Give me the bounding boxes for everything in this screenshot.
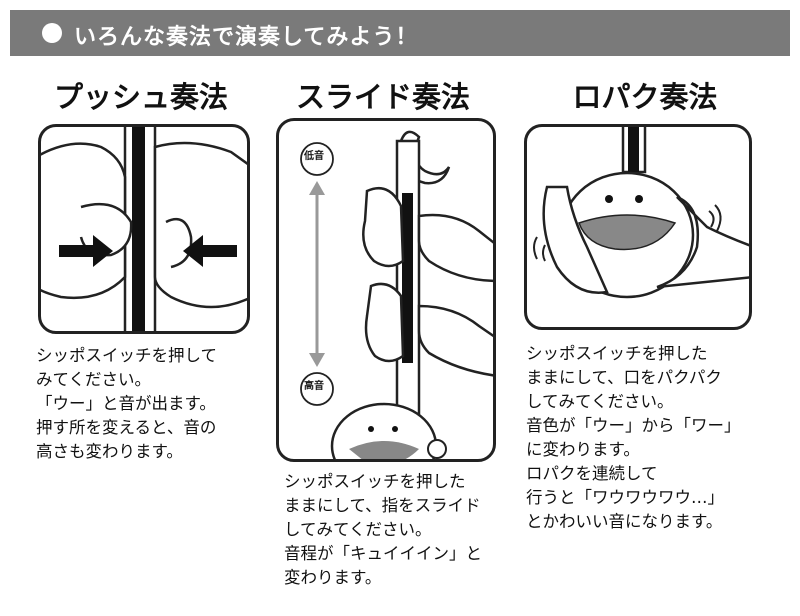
description-line: シッポスイッチを押して	[36, 346, 218, 365]
description-line: 行うと「ワウワウワウ…」	[526, 488, 724, 507]
description-line: ロパクを連続して	[526, 464, 658, 483]
description-line: 変わります。	[284, 568, 382, 587]
description-slide: シッポスイッチを押した ままにして、指をスライド してみてください。 音程が「キ…	[284, 470, 482, 590]
section-banner: いろんな奏法で演奏してみよう！	[10, 10, 790, 56]
high-pitch-label: 高音	[304, 381, 324, 392]
banner-title: いろんな奏法で演奏してみよう！	[74, 25, 419, 50]
description-line: とかわいい音になります。	[526, 512, 723, 531]
description-line: 音程が「キュイイイン」と	[284, 544, 482, 563]
description-line: してみてください。	[284, 520, 432, 539]
description-line: してみてください。	[526, 392, 674, 411]
description-line: シッポスイッチを押した	[526, 344, 708, 363]
description-line: 押す所を変えると、音の	[36, 418, 217, 437]
slide-hands-illustration	[300, 130, 493, 459]
description-line: ままにして、口をパクパク	[526, 368, 722, 387]
push-hands-illustration	[41, 127, 247, 331]
high-pitch-badge	[300, 372, 334, 406]
heading-slide: スライド奏法	[295, 80, 470, 114]
panel-slide-illustration	[276, 118, 496, 462]
description-line: シッポスイッチを押した	[284, 472, 466, 491]
description-line: 「ウー」と音が出ます。	[36, 394, 216, 413]
panel-push-illustration	[38, 124, 250, 334]
low-pitch-badge	[300, 142, 334, 176]
description-line: ままにして、指をスライド	[284, 496, 481, 515]
heading-mouth: ロパク奏法	[572, 80, 718, 114]
description-push: シッポスイッチを押して みてください。 「ウー」と音が出ます。 押す所を変えると…	[36, 344, 217, 464]
low-pitch-label: 低音	[304, 151, 324, 162]
description-line: 高さも変わります。	[36, 442, 183, 461]
description-mouth: シッポスイッチを押した ままにして、口をパクパク してみてください。 音色が「ウ…	[526, 342, 741, 534]
description-line: みてください。	[36, 370, 152, 389]
description-line: に変わります。	[526, 440, 640, 459]
panel-mouth-illustration	[524, 124, 752, 330]
bullet-dot-icon	[42, 23, 62, 43]
heading-push: プッシュ奏法	[53, 80, 228, 114]
mouth-hands-illustration	[533, 127, 749, 299]
description-line: 音色が「ウー」から「ワー」	[526, 416, 741, 435]
